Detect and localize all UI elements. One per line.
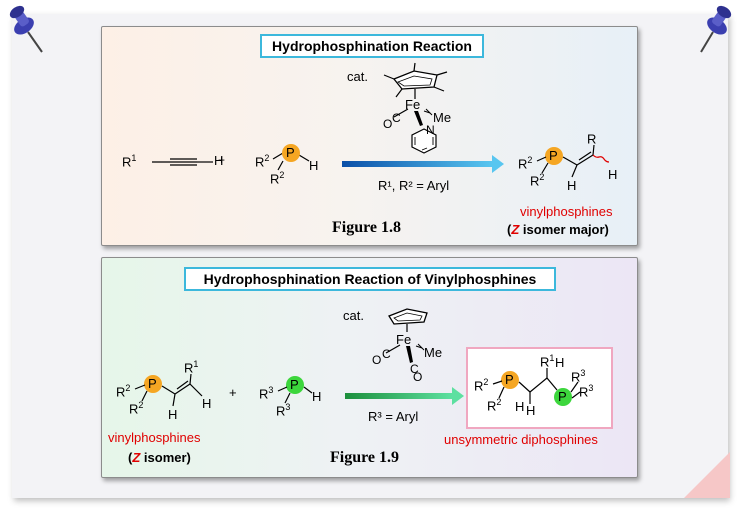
r2-upper-label: R2 bbox=[255, 153, 270, 170]
ph-hydrogen-label: H bbox=[309, 158, 319, 173]
product-h-b: H bbox=[526, 403, 536, 418]
product-r3-lower: R3 bbox=[579, 383, 594, 400]
reactant-phosphorus-label: P bbox=[148, 376, 157, 391]
c-label-down: C bbox=[410, 362, 419, 376]
product-isomer-label: (Z isomer major) bbox=[507, 222, 609, 237]
reactant-isomer-label: (Z isomer) bbox=[128, 450, 191, 465]
o-label-down: O bbox=[413, 370, 423, 384]
product-r2-lower: R2 bbox=[530, 172, 545, 189]
product-h-right: H bbox=[608, 167, 618, 182]
product-r3-upper: R3 bbox=[571, 368, 586, 385]
phosphine-r3-upper: R3 bbox=[259, 385, 274, 402]
o-label: O bbox=[383, 117, 393, 131]
c-label-left: C bbox=[382, 347, 391, 361]
n-label: N bbox=[426, 123, 435, 137]
product-structure-2 bbox=[492, 368, 581, 406]
phosphine-r3-lower: R3 bbox=[276, 402, 291, 419]
figure-1-9-title: Hydrophosphination Reaction of Vinylphos… bbox=[184, 267, 556, 291]
reactant-h-lower: H bbox=[168, 407, 178, 422]
product-r2-lower-2: R2 bbox=[487, 397, 502, 414]
o-label-left: O bbox=[372, 353, 382, 367]
pushpin-icon-right bbox=[700, 5, 732, 53]
plus-sign-2: + bbox=[229, 385, 237, 400]
c-label: C bbox=[392, 111, 401, 125]
product-h-lower: H bbox=[567, 178, 577, 193]
page-curl-corner bbox=[684, 452, 730, 498]
h-label: H bbox=[214, 153, 224, 168]
figure-1-8-title: Hydrophosphination Reaction bbox=[260, 34, 484, 58]
phosphine-h-label: H bbox=[312, 389, 322, 404]
product-r2-upper-2: R2 bbox=[474, 377, 489, 394]
figure-1-8-panel: Hydrophosphination Reaction cat. bbox=[101, 26, 638, 246]
catalyst-label: cat. bbox=[347, 69, 368, 84]
product-phosphorus-label: P bbox=[549, 148, 558, 163]
catalyst-structure bbox=[152, 62, 610, 178]
reactant-h-right: H bbox=[202, 396, 212, 411]
fe-label-2: Fe bbox=[396, 332, 412, 347]
reactant-r1-label: R1 bbox=[184, 359, 199, 376]
me-label: Me bbox=[433, 110, 452, 125]
figure-1-8-caption: Figure 1.8 bbox=[332, 219, 402, 236]
secondary-phosphine-p-label: P bbox=[290, 377, 299, 392]
phosphorus-label: P bbox=[286, 145, 295, 160]
product-r1-2: R1 bbox=[540, 353, 555, 370]
figure-1-9-panel: Hydrophosphination Reaction of Vinylphos… bbox=[101, 257, 638, 478]
figure-1-9-caption: Figure 1.9 bbox=[330, 449, 400, 466]
product-r1-label: R bbox=[587, 131, 597, 147]
product-p-orange: P bbox=[505, 372, 514, 387]
r1-label: R1 bbox=[122, 153, 137, 170]
product-p-green: P bbox=[558, 389, 567, 404]
me-label-2: Me bbox=[424, 345, 443, 360]
product-highlight-box bbox=[466, 347, 613, 429]
r2-lower-label: R2 bbox=[270, 170, 285, 187]
reaction-conditions: R¹, R² = Aryl bbox=[378, 178, 450, 193]
product-name-label-2: unsymmetric diphosphines bbox=[444, 432, 598, 447]
product-h-a: H bbox=[515, 399, 525, 414]
reactant-r2-lower: R2 bbox=[129, 400, 144, 417]
reaction-conditions-2: R³ = Aryl bbox=[368, 409, 419, 424]
reactant-name-label: vinylphosphines bbox=[108, 430, 201, 445]
reactant-r2-upper: R2 bbox=[116, 383, 131, 400]
pushpin-icon-left bbox=[9, 5, 43, 53]
product-r2-upper: R2 bbox=[518, 155, 533, 172]
catalyst-label-2: cat. bbox=[343, 308, 364, 323]
product-h-c: H bbox=[555, 355, 565, 370]
fe-label: Fe bbox=[405, 97, 421, 112]
product-name-label: vinylphosphines bbox=[520, 204, 613, 219]
